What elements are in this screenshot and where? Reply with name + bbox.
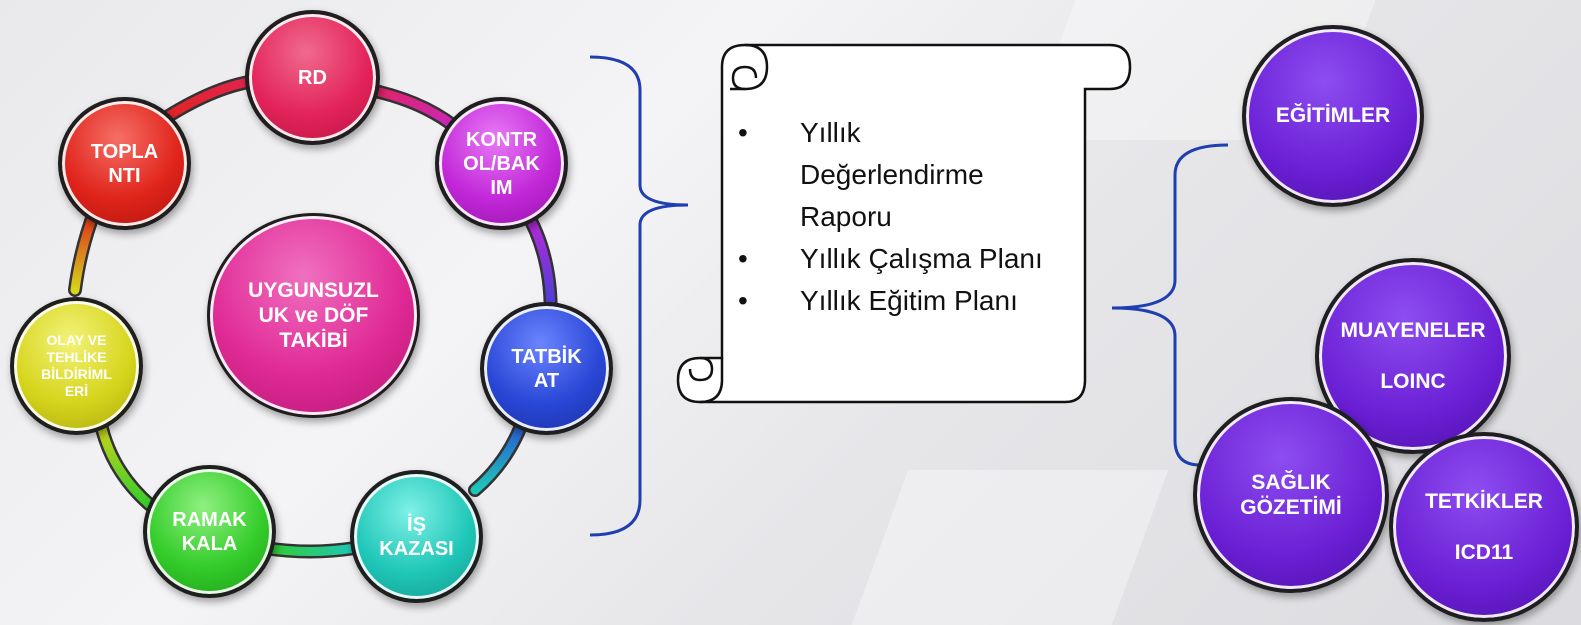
cycle-node-olay: OLAY VE TEHLİKE BİLDİRİML ERİ <box>10 297 143 435</box>
cycle-node-kontrol: KONTR OL/BAK IM <box>435 97 568 230</box>
cycle-center-label: UYGUNSUZL UK ve DÖF TAKİBİ <box>248 278 379 353</box>
scroll-list-item: Yıllık Çalışma Planı <box>738 238 1078 280</box>
ring-segment <box>95 415 155 510</box>
cycle-node-label: TATBİK AT <box>511 345 582 392</box>
cycle-node-label: RD <box>298 66 327 89</box>
cycle-node-label: İŞ KAZASI <box>379 513 454 560</box>
right-brace <box>1111 143 1229 467</box>
cycle-node-toplanti: TOPLA NTI <box>58 97 191 230</box>
node-egitimler: EĞİTİMLER <box>1242 25 1424 207</box>
cycle-node-rd: RD <box>245 10 380 145</box>
left-brace <box>589 55 689 537</box>
node-tetkikler: TETKİKLER ICD11 <box>1389 432 1579 622</box>
scroll-list-item: Yıllık Değerlendirme Raporu <box>738 112 1078 238</box>
scroll-content: Yıllık Değerlendirme Raporu Yıllık Çalış… <box>738 112 1078 322</box>
ring-segment <box>260 543 360 556</box>
cycle-node-tatbikat: TATBİK AT <box>480 302 613 435</box>
cycle-node-ramak-kala: RAMAK KALA <box>143 465 276 598</box>
node-muayeneler-label: MUAYENELER LOINC <box>1340 319 1486 393</box>
cycle-center-node: UYGUNSUZL UK ve DÖF TAKİBİ <box>207 213 420 418</box>
cycle-node-label: TOPLA NTI <box>90 140 159 187</box>
node-saglik-gozetimi: SAĞLIK GÖZETİMİ <box>1193 397 1389 593</box>
cycle-node-label: KONTR OL/BAK IM <box>463 128 540 199</box>
node-egitimler-label: EĞİTİMLER <box>1275 104 1391 128</box>
scroll-list-item: Yıllık Eğitim Planı <box>738 280 1078 322</box>
cycle-node-label: OLAY VE TEHLİKE BİLDİRİML ERİ <box>41 332 112 399</box>
node-tetkikler-label: TETKİKLER ICD11 <box>1425 490 1543 564</box>
cycle-node-label: RAMAK KALA <box>172 508 247 555</box>
node-saglik-gozetimi-label: SAĞLIK GÖZETİMİ <box>1240 470 1342 519</box>
cycle-node-is-kazasi: İŞ KAZASI <box>350 470 483 603</box>
